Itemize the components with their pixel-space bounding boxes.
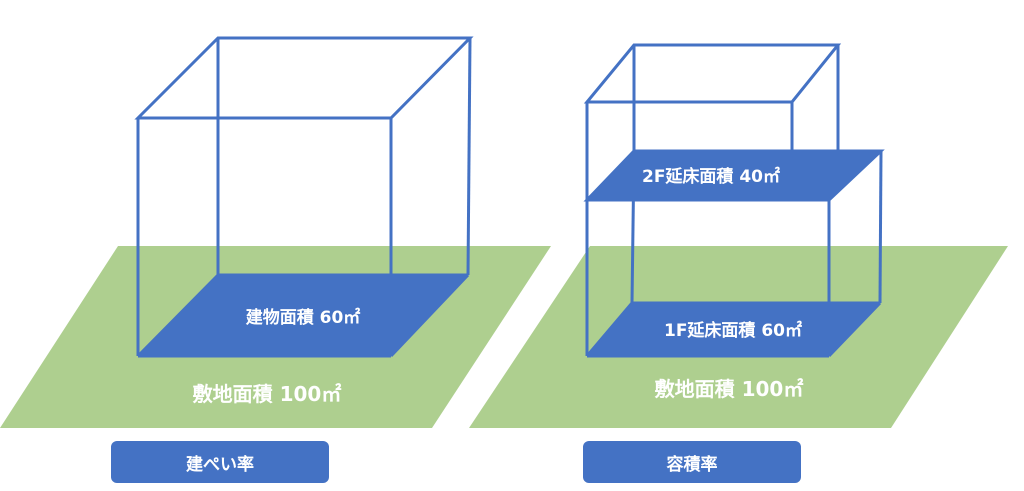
building-coverage-ratio-label: 建ぺい率 bbox=[186, 454, 254, 475]
floor-area-ratio-button[interactable]: 容積率 bbox=[583, 441, 801, 483]
right-floor2-area bbox=[587, 151, 881, 200]
right-floor2-area-label: 2F延床面積 40㎡ bbox=[642, 166, 780, 187]
left-building-area-label: 建物面積 60㎡ bbox=[246, 307, 361, 328]
left-site-area-label: 敷地面積 100㎡ bbox=[193, 382, 342, 406]
left-building-footprint bbox=[138, 275, 468, 356]
right-floor1-area bbox=[587, 303, 880, 356]
right-site-area-label: 敷地面積 100㎡ bbox=[655, 377, 804, 401]
floor-area-ratio-label: 容積率 bbox=[666, 454, 718, 475]
right-floor1-area-label: 1F延床面積 60㎡ bbox=[664, 320, 802, 341]
left-building-wireframe bbox=[134, 36, 474, 358]
right-building-wireframe bbox=[583, 43, 885, 358]
building-coverage-ratio-button[interactable]: 建ぺい率 bbox=[111, 441, 329, 483]
